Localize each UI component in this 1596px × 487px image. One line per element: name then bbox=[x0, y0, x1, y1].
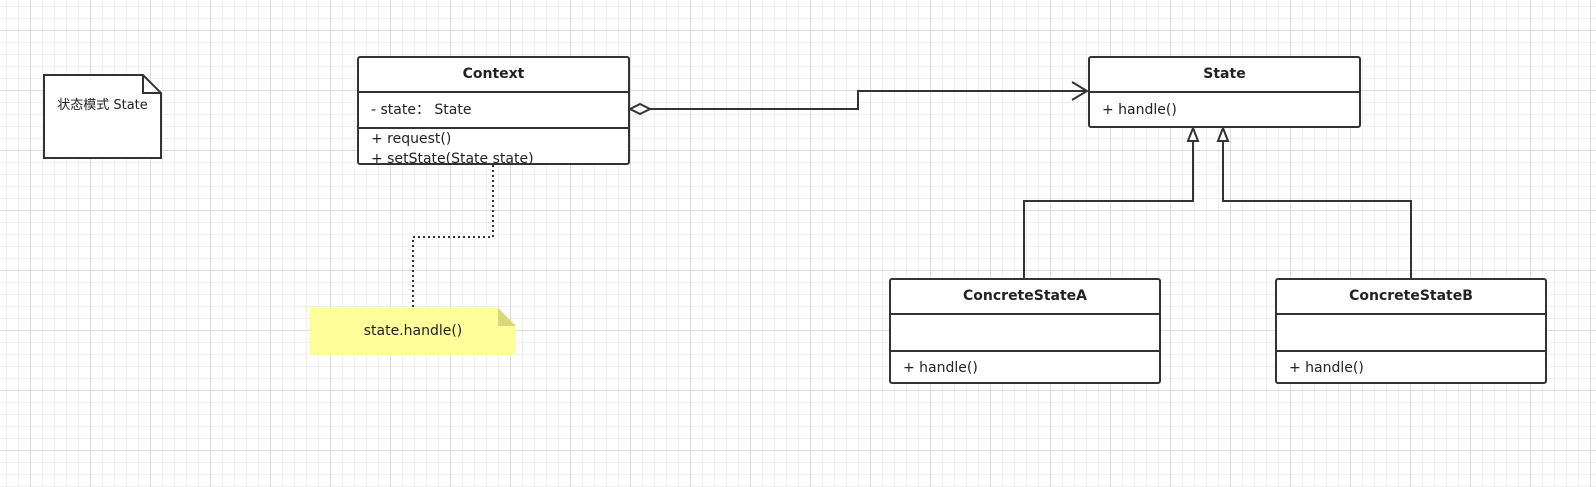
class-state[interactable]: State + handle() bbox=[1088, 56, 1361, 128]
title-note-line: State bbox=[113, 98, 148, 113]
attributes-section bbox=[1277, 315, 1545, 352]
attributes-section bbox=[891, 315, 1159, 352]
aggregation-diamond bbox=[627, 102, 653, 116]
sticky-note-shape-icon bbox=[310, 308, 516, 355]
method: + handle() bbox=[1102, 102, 1177, 118]
code-note[interactable]: state.handle() bbox=[310, 308, 516, 355]
method: + request() bbox=[371, 131, 452, 147]
class-name: ConcreteStateB bbox=[1277, 280, 1545, 315]
class-concrete-state-a[interactable]: ConcreteStateA + handle() bbox=[889, 278, 1161, 384]
generalization-connector-a[interactable] bbox=[1023, 141, 1194, 278]
class-context[interactable]: Context - state： State + request() + set… bbox=[357, 56, 630, 167]
methods-section: + request() + setState(State state) bbox=[359, 129, 628, 169]
methods-section: + handle() bbox=[1277, 352, 1545, 378]
attributes-section: - state： State bbox=[359, 93, 628, 129]
note-link-connector[interactable] bbox=[412, 165, 494, 308]
class-name: State bbox=[1090, 58, 1359, 93]
inheritance-arrowhead-a bbox=[1186, 125, 1200, 142]
class-concrete-state-b[interactable]: ConcreteStateB + handle() bbox=[1275, 278, 1547, 384]
generalization-connector-b[interactable] bbox=[1222, 141, 1412, 278]
methods-section: + handle() bbox=[891, 352, 1159, 378]
class-name: Context bbox=[359, 58, 628, 93]
method: + handle() bbox=[903, 360, 978, 376]
class-name: ConcreteStateA bbox=[891, 280, 1159, 315]
methods-section: + handle() bbox=[1090, 93, 1359, 120]
attribute: - state： State bbox=[371, 102, 472, 118]
note-shape-icon bbox=[43, 74, 162, 159]
code-note-text: state.handle() bbox=[363, 323, 463, 339]
title-note-line: 状态模式 bbox=[57, 98, 110, 113]
inheritance-arrowhead-b bbox=[1216, 125, 1230, 142]
method: + setState(State state) bbox=[371, 151, 534, 167]
method: + handle() bbox=[1289, 360, 1364, 376]
association-arrowhead bbox=[1071, 81, 1089, 101]
title-note-text: 状态模式 State bbox=[43, 96, 162, 116]
title-note[interactable]: 状态模式 State bbox=[43, 74, 162, 159]
aggregation-connector[interactable] bbox=[650, 90, 1085, 110]
